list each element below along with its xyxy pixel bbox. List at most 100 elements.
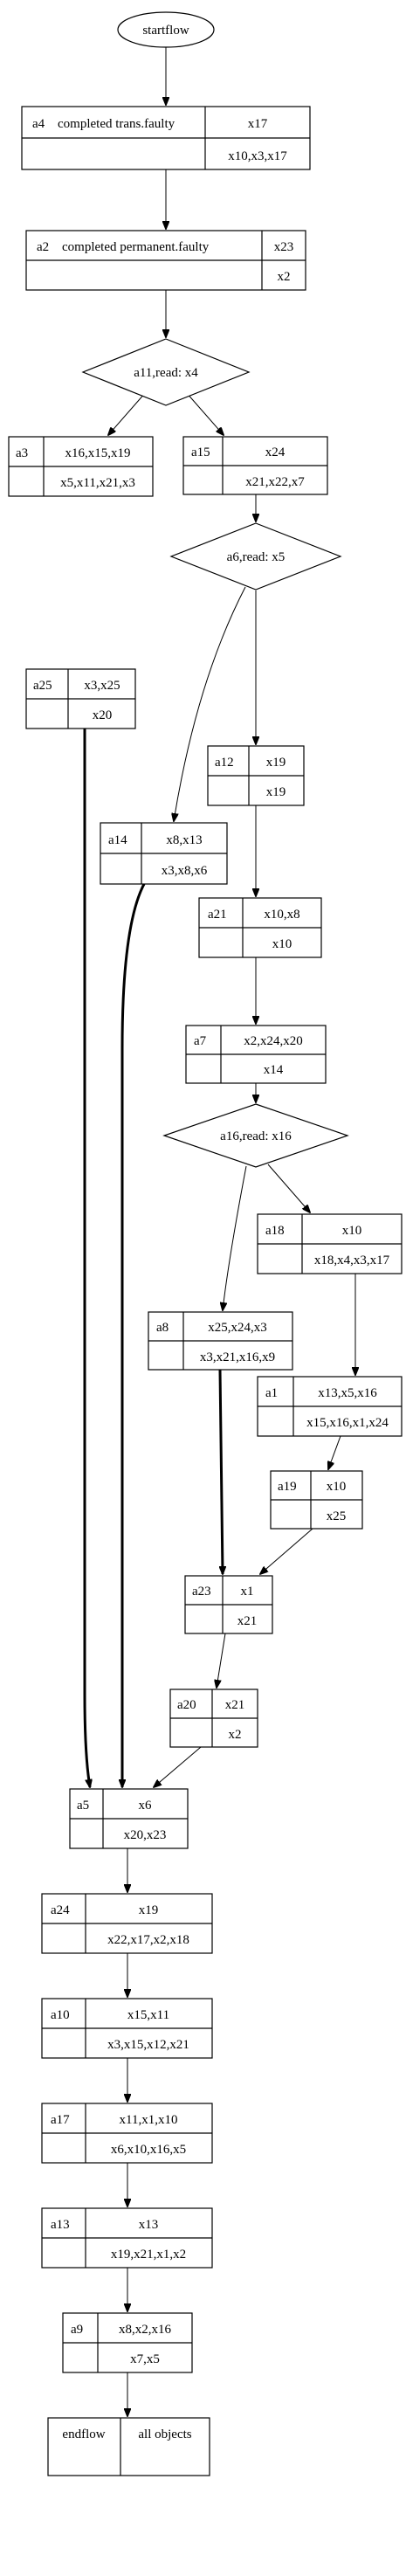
node-a19-read: x10	[327, 1480, 347, 1494]
node-a5-read: x6	[139, 1799, 153, 1813]
node-a19: a19 x10 x25	[270, 1470, 363, 1530]
edges	[83, 45, 355, 2416]
node-a18-read: x10	[342, 1224, 362, 1238]
node-a2-desc: completed permanent.faulty	[62, 240, 210, 254]
node-a7: a7 x2,x24,x20 x14	[185, 1025, 327, 1084]
edge-a11-a3	[108, 391, 147, 435]
node-a2-write: x2	[278, 270, 291, 284]
node-a24-id: a24	[51, 1903, 70, 1917]
node-a25-id: a25	[33, 679, 52, 693]
node-a7-id: a7	[194, 1034, 207, 1048]
node-a13-id: a13	[51, 2218, 70, 2232]
node-a13: a13 x13 x19,x21,x1,x2	[41, 2207, 213, 2269]
node-a17-id: a17	[51, 2113, 70, 2127]
start-label: startflow	[142, 24, 189, 38]
node-a20: a20 x21 x2	[169, 1689, 258, 1748]
node-a12-id: a12	[215, 756, 234, 770]
node-a3-write: x5,x11,x21,x3	[60, 476, 135, 490]
node-a4: a4 completed trans.faulty x17 x10,x3,x17	[21, 106, 311, 170]
node-a4-desc: completed trans.faulty	[58, 117, 175, 131]
decision-a11-label: a11,read: x4	[134, 366, 198, 380]
node-a2: a2 completed permanent.faulty x23 x2	[25, 230, 306, 291]
edge-a14-a5	[122, 883, 146, 1787]
decision-a6: a6,read: x5	[169, 522, 342, 590]
node-a21: a21 x10,x8 x10	[198, 897, 322, 958]
node-a23-write: x21	[237, 1614, 258, 1628]
node-a8-write: x3,x21,x16,x9	[200, 1350, 275, 1364]
edge-a16-a8	[223, 1165, 247, 1310]
edge-a25-a5	[83, 729, 90, 1787]
edge-a6-a14	[174, 586, 246, 821]
decision-a6-label: a6,read: x5	[227, 550, 286, 564]
edge-a11-a15	[185, 391, 224, 435]
node-a23-read: x1	[241, 1585, 254, 1599]
decision-a16: a16,read: x16	[162, 1103, 349, 1168]
node-a23-id: a23	[192, 1585, 211, 1599]
node-a15-id: a15	[191, 445, 210, 459]
decision-a16-label: a16,read: x16	[220, 1129, 292, 1143]
node-a12: a12 x19 x19	[207, 745, 305, 806]
edge-a19-a23	[260, 1528, 313, 1574]
node-a25-write: x20	[93, 708, 113, 722]
node-a21-id: a21	[208, 908, 227, 922]
node-a17-read: x11,x1,x10	[120, 2113, 178, 2127]
node-a1-read: x13,x5,x16	[318, 1386, 377, 1400]
node-a17: a17 x11,x1,x10 x6,x10,x16,x5	[41, 2103, 213, 2164]
node-a24-write: x22,x17,x2,x18	[107, 1933, 189, 1947]
node-a19-write: x25	[327, 1509, 347, 1523]
node-a20-read: x21	[225, 1698, 245, 1712]
node-a5: a5 x6 x20,x23	[69, 1788, 189, 1849]
node-a1-write: x15,x16,x1,x24	[306, 1416, 389, 1430]
start-node: startflow	[117, 11, 215, 48]
node-a2-id: a2	[37, 240, 49, 254]
node-a14-read: x8,x13	[166, 833, 202, 847]
node-a14: a14 x8,x13 x3,x8,x6	[100, 822, 228, 885]
end-objects-label: all objects	[138, 2428, 191, 2441]
node-a1: a1 x13,x5,x16 x15,x16,x1,x24	[257, 1376, 403, 1437]
node-a14-write: x3,x8,x6	[162, 864, 208, 878]
node-a10-write: x3,x15,x12,x21	[107, 2038, 189, 2052]
node-a12-write: x19	[266, 785, 286, 799]
node-a7-write: x14	[264, 1063, 284, 1077]
node-a20-id: a20	[177, 1698, 196, 1712]
node-a14-id: a14	[108, 833, 127, 847]
node-a15-write: x21,x22,x7	[245, 475, 305, 489]
edge-a8-a23	[218, 1369, 223, 1574]
edge-a1-a19	[328, 1435, 341, 1469]
node-a13-write: x19,x21,x1,x2	[111, 2248, 186, 2262]
node-a25-read: x3,x25	[84, 679, 120, 693]
node-a8: a8 x25,x24,x3 x3,x21,x16,x9	[148, 1311, 293, 1371]
node-a1-id: a1	[265, 1386, 278, 1400]
node-a13-read: x13	[139, 2218, 159, 2232]
node-a7-read: x2,x24,x20	[244, 1034, 303, 1048]
node-a17-write: x6,x10,x16,x5	[111, 2143, 186, 2157]
edge-a23-a20	[217, 1633, 226, 1688]
node-a2-read: x23	[274, 240, 294, 254]
node-a18: a18 x10 x18,x4,x3,x17	[257, 1213, 403, 1274]
edge-a16-a18	[267, 1164, 310, 1212]
node-a10-read: x15,x11	[127, 2008, 169, 2022]
node-a5-id: a5	[77, 1799, 89, 1813]
node-a8-id: a8	[156, 1321, 169, 1335]
node-a8-read: x25,x24,x3	[208, 1321, 267, 1335]
edge-a20-a5	[154, 1746, 202, 1787]
node-a18-write: x18,x4,x3,x17	[314, 1253, 390, 1267]
node-a4-id: a4	[32, 117, 45, 131]
node-a10: a10 x15,x11 x3,x15,x12,x21	[41, 1998, 213, 2059]
node-a10-id: a10	[51, 2008, 70, 2022]
node-a20-write: x2	[229, 1728, 242, 1742]
node-a18-id: a18	[265, 1224, 285, 1238]
node-a21-read: x10,x8	[264, 908, 299, 922]
node-a25: a25 x3,x25 x20	[25, 668, 136, 729]
node-a24: a24 x19 x22,x17,x2,x18	[41, 1893, 213, 1954]
node-a3-id: a3	[16, 446, 28, 460]
node-a21-write: x10	[272, 937, 292, 951]
node-a4-read: x17	[248, 117, 268, 131]
node-a5-write: x20,x23	[124, 1828, 167, 1842]
decision-a11: a11,read: x4	[81, 338, 251, 406]
node-a12-read: x19	[266, 756, 286, 770]
node-a15: a15 x24 x21,x22,x7	[182, 436, 328, 495]
node-a3-read: x16,x15,x19	[65, 446, 131, 460]
end-label: endflow	[62, 2428, 105, 2441]
